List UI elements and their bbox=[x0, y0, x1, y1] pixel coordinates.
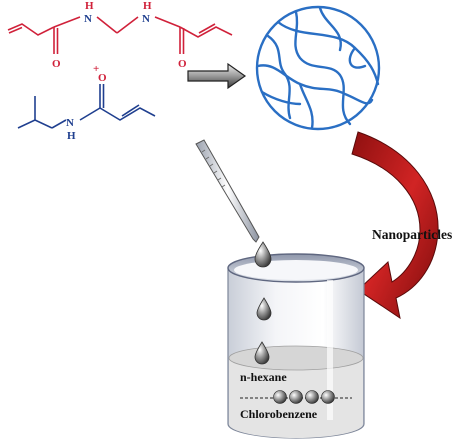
hexane-label: n-hexane bbox=[240, 370, 287, 384]
o-left: O bbox=[52, 58, 61, 70]
monomer-h: H bbox=[67, 130, 76, 142]
droplets bbox=[254, 241, 272, 365]
right-vinyl-bond bbox=[179, 26, 233, 38]
monomer-o: O bbox=[98, 72, 107, 84]
isopropyl-bond bbox=[17, 119, 53, 129]
nh-right-h: H bbox=[143, 0, 152, 12]
chain-5 bbox=[266, 34, 292, 120]
right-double-bond bbox=[198, 23, 216, 34]
left-vinyl-bond bbox=[7, 23, 55, 36]
bead-4 bbox=[321, 390, 335, 404]
chain-1 bbox=[276, 20, 380, 86]
methylene-bond-left bbox=[96, 16, 118, 34]
monomer-vinyl-bond bbox=[99, 107, 156, 121]
nh-left-h: H bbox=[85, 0, 94, 12]
bead-1 bbox=[273, 390, 287, 404]
reaction-arrow bbox=[187, 62, 247, 90]
left-amide-bond bbox=[53, 16, 81, 28]
plus-sign: + bbox=[93, 63, 99, 75]
chlorobenzene-label: Chlorobenzene bbox=[240, 407, 318, 421]
monomer-n: N bbox=[66, 117, 74, 129]
right-amide-bond bbox=[154, 16, 181, 28]
pipette bbox=[195, 139, 260, 243]
nh-left-n: N bbox=[84, 13, 92, 25]
bead-2 bbox=[289, 390, 303, 404]
nanoparticles-label: Nanoparticles bbox=[372, 227, 452, 242]
methylene-bond-right bbox=[116, 16, 139, 34]
polymer-network-sphere bbox=[255, 5, 381, 131]
monomer-double-bond bbox=[121, 104, 140, 117]
chain-8 bbox=[348, 46, 367, 69]
n-carbonyl-bond bbox=[79, 107, 101, 121]
nanoparticle-beads bbox=[273, 390, 335, 404]
nh-right-n: N bbox=[142, 13, 150, 25]
chain-6 bbox=[298, 82, 314, 130]
chain-2 bbox=[294, 10, 352, 126]
droplet-2 bbox=[256, 297, 272, 321]
chain-4 bbox=[256, 64, 374, 105]
droplet-1 bbox=[254, 241, 272, 268]
left-double-bond bbox=[8, 26, 23, 34]
o-right: O bbox=[178, 58, 187, 70]
curved-process-arrow bbox=[351, 131, 439, 320]
droplet-3 bbox=[254, 341, 270, 365]
monomer-molecule bbox=[17, 84, 156, 129]
chain-7 bbox=[260, 90, 302, 106]
bead-3 bbox=[305, 390, 319, 404]
chain-3 bbox=[318, 6, 342, 52]
crosslinker-molecule bbox=[7, 16, 233, 54]
isopropyl-n-bond bbox=[51, 119, 67, 129]
sphere-outline bbox=[255, 5, 381, 131]
